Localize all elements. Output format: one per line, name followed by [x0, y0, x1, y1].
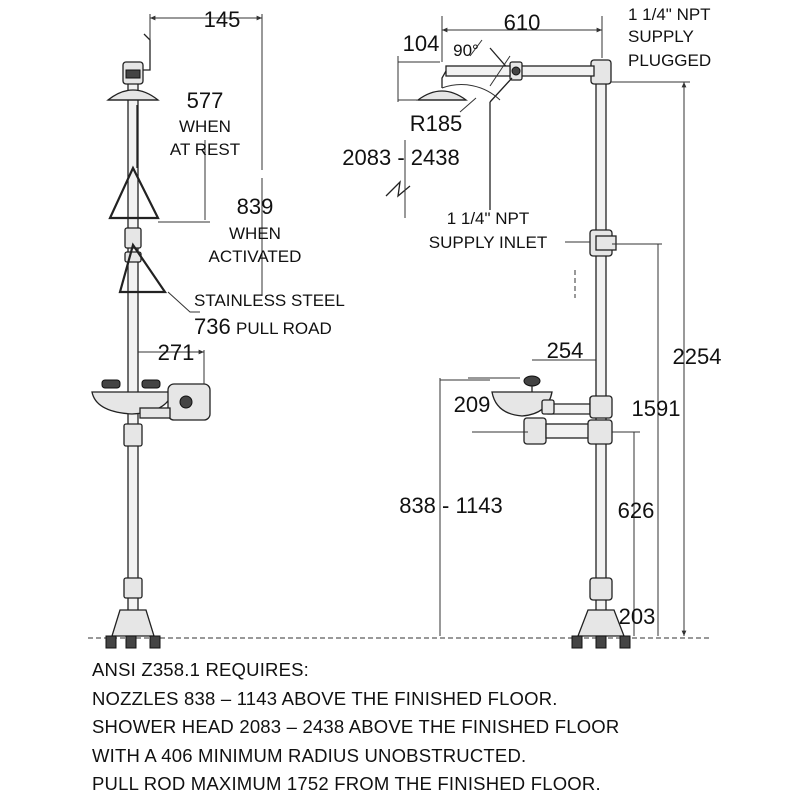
rod-material-label: STAINLESS STEEL — [194, 291, 345, 310]
dim-rest-text-2: AT REST — [170, 140, 240, 159]
dim-reach-label: 610 — [504, 10, 541, 35]
pull-handle-rest — [108, 165, 160, 220]
right-elevation-view — [385, 16, 690, 649]
dim-active-text-2: ACTIVATED — [209, 247, 302, 266]
dim-active-text-1: WHEN — [229, 224, 281, 243]
dim-eyewash-reach-label: 254 — [547, 338, 584, 363]
supply-inlet-label-2: SUPPLY INLET — [429, 233, 547, 252]
dim-rest-value: 577 — [187, 88, 224, 113]
dim-bowl-offset-label: 209 — [454, 392, 491, 417]
right-shower-head — [416, 90, 468, 101]
note-line: NOZZLES 838 – 1143 ABOVE THE FINISHED FL… — [92, 687, 558, 709]
nozzle-height-label: 838 - 1143 — [399, 493, 503, 518]
dim-rest-text-1: WHEN — [179, 117, 231, 136]
pull-handle-activated — [118, 242, 168, 294]
right-main-pipe — [595, 77, 607, 631]
dim-bowl-label: 271 — [158, 340, 195, 365]
dim-top-label: 145 — [204, 7, 241, 32]
supply-plugged-label-3: PLUGGED — [628, 51, 711, 70]
angle-label: 90° — [453, 41, 479, 60]
rod-text-label: PULL ROAD — [236, 319, 332, 338]
note-line: SHOWER HEAD 2083 – 2438 ABOVE THE FINISH… — [92, 716, 620, 737]
right-view-labels: 610 104 90° R185 2083 - 2438 1 1/4" NPT … — [342, 5, 721, 629]
radius-label: R185 — [410, 111, 463, 136]
rod-length-value: 736 — [194, 314, 231, 339]
supply-inlet-label-1: 1 1/4" NPT — [447, 209, 530, 228]
right-base-flange — [577, 609, 625, 637]
shower-arm — [515, 65, 595, 77]
supply-plugged-label-1: 1 1/4" NPT — [628, 5, 711, 24]
note-line: PULL ROD MAXIMUM 1752 FROM THE FINISHED … — [92, 773, 601, 794]
ansi-requirements-notes: ANSI Z358.1 REQUIRES: NOZZLES 838 – 1143… — [92, 656, 792, 799]
dim-active-value: 839 — [237, 194, 274, 219]
dim-offset-label: 104 — [403, 31, 440, 56]
left-shower-head — [106, 89, 160, 101]
dim-base-label: 203 — [619, 604, 656, 629]
technical-drawing: 145 577 WHEN AT REST 839 WHEN ACTIVATED … — [88, 5, 721, 649]
left-elevation-view — [91, 14, 263, 649]
note-line: WITH A 406 MINIMUM RADIUS UNOBSTRUCTED. — [92, 744, 527, 766]
note-line: ANSI Z358.1 REQUIRES: — [92, 659, 310, 680]
dim-total-label: 2254 — [673, 344, 722, 369]
left-view-labels: 145 577 WHEN AT REST 839 WHEN ACTIVATED … — [158, 7, 345, 365]
dim-inlet-height-label: 1591 — [632, 396, 681, 421]
shower-height-label: 2083 - 2438 — [342, 145, 459, 170]
supply-plugged-label-2: SUPPLY — [628, 27, 694, 46]
left-base-flange — [111, 609, 155, 637]
dim-lower-inlet-label: 626 — [618, 498, 655, 523]
